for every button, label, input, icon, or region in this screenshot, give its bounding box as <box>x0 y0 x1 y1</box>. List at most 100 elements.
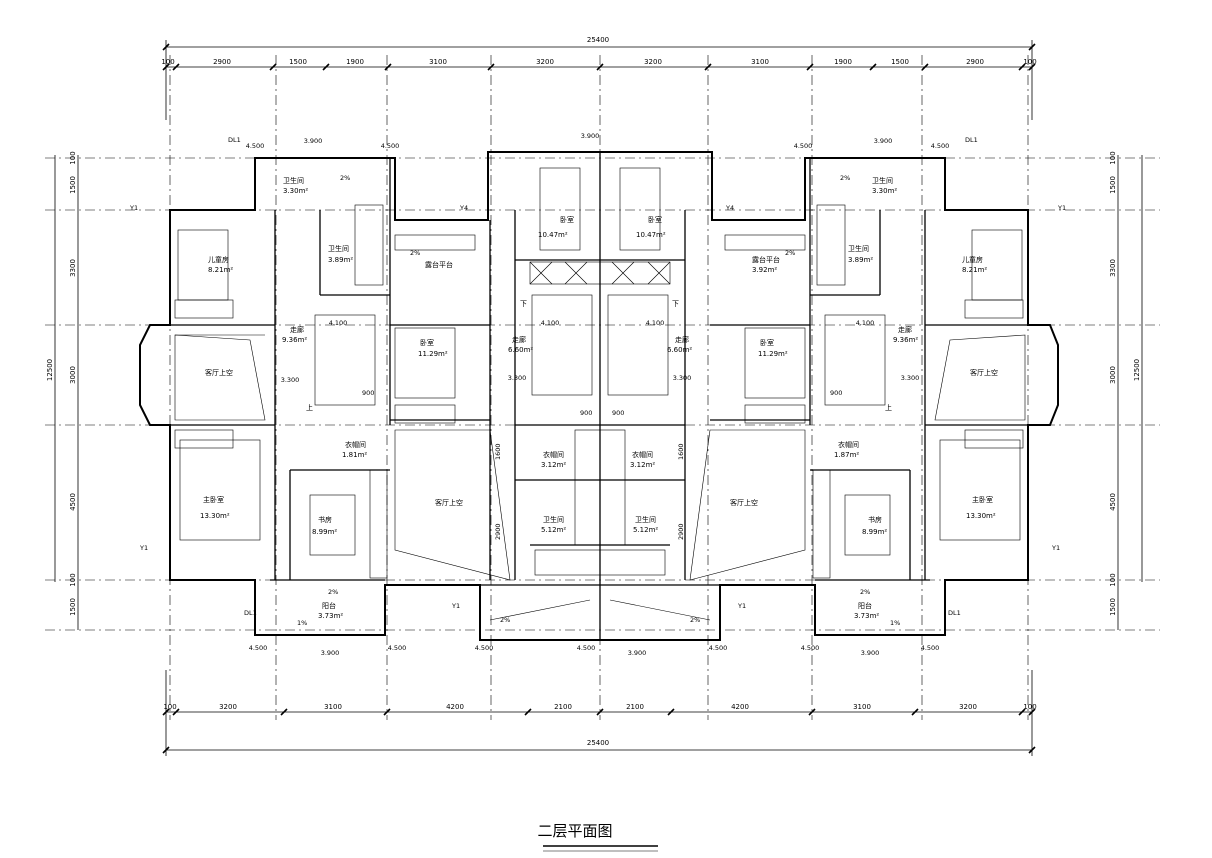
room-hall-l-inner: 走廊 <box>512 335 526 344</box>
top-dim-9: 1500 <box>891 58 909 66</box>
elev-4100-2: 4.100 <box>541 319 560 327</box>
room-terrace-r: 阳台 <box>858 601 872 610</box>
room-hall-r-outer-area: 9.36m² <box>893 336 918 344</box>
room-bedroom-r-area: 11.29m² <box>758 350 788 358</box>
bottom-dim-7: 3100 <box>853 703 871 711</box>
elev-top-5: 3.900 <box>874 137 893 145</box>
top-dim-1: 2900 <box>213 58 231 66</box>
room-master-r-area: 13.30m² <box>966 512 996 520</box>
top-dim-4: 3100 <box>429 58 447 66</box>
room-master-l: 主卧室 <box>203 495 224 504</box>
stair-down-l: 下 <box>520 300 527 308</box>
room-mbath-l-area: 5.12m² <box>541 526 566 534</box>
top-dim-0: 100 <box>161 58 174 66</box>
left-dim-5: 100 <box>69 573 77 586</box>
interior-walls <box>170 152 1028 640</box>
left-dim-4: 4500 <box>69 493 77 511</box>
left-dim-0: 100 <box>69 151 77 164</box>
right-dim-4: 4500 <box>1109 493 1117 511</box>
bottom-dim-4: 2100 <box>554 703 572 711</box>
tag-y-bl: Y1 <box>139 544 148 552</box>
tag-y-bc2: Y1 <box>737 602 746 610</box>
room-terrace-l-area: 3.73m² <box>318 612 343 620</box>
tag-dl-tr: DL1 <box>965 136 978 144</box>
slope-5: 2% <box>328 588 338 596</box>
stair-up-l: 上 <box>306 403 313 412</box>
room-toilet-top-right: 卫生间 <box>872 176 893 185</box>
right-dim-3: 3000 <box>1109 366 1117 384</box>
room-void-l: 客厅上空 <box>205 368 233 377</box>
overall-width-top: 25400 <box>587 36 609 44</box>
room-bedroom-l-area: 11.29m² <box>418 350 448 358</box>
room-master-r: 主卧室 <box>972 495 993 504</box>
top-dim-6: 3200 <box>644 58 662 66</box>
misc-marks: 2% 2% 2% 2% 2% 2% 2% 2% 1% 1% 900 900 90… <box>297 174 900 627</box>
fixtures <box>174 167 1026 621</box>
room-bedroom-l: 卧室 <box>420 338 434 347</box>
top-dimension-texts: 25400 100 2900 1500 1900 3100 3200 3200 … <box>161 36 1036 66</box>
room-dress-r: 衣帽间 <box>632 450 653 459</box>
elevation-marks: 4.500 3.900 4.500 3.900 4.500 3.900 4.50… <box>246 132 950 657</box>
room-toilet-top-left-area: 3.30m² <box>283 187 308 195</box>
tag-dl-tl: DL1 <box>228 136 241 144</box>
room-hall-l-inner-area: 6.60m² <box>508 346 533 354</box>
slope-9: 1% <box>297 619 307 627</box>
room-hall-r-inner-area: 6.60m² <box>667 346 692 354</box>
left-dim-1: 1500 <box>69 176 77 194</box>
room-study-r: 书房 <box>868 515 882 524</box>
dim-2900-l: 2900 <box>494 523 502 540</box>
elev-stair-3: 3.300 <box>673 374 692 382</box>
room-study-r-area: 8.99m² <box>862 528 887 536</box>
overall-width-bottom: 25400 <box>587 739 609 747</box>
left-dim-6: 1500 <box>69 598 77 616</box>
right-dim-5: 100 <box>1109 573 1117 586</box>
slope-8: 2% <box>690 616 700 624</box>
tag-y-tl: Y1 <box>129 204 138 212</box>
room-bed-tr: 卧室 <box>648 215 662 224</box>
room-child-left-area: 8.21m² <box>208 266 233 274</box>
tag-dl-br: DL1 <box>948 609 961 617</box>
room-balcony-right-area: 3.92m² <box>752 266 777 274</box>
elev-4100-4: 4.100 <box>856 319 875 327</box>
room-bath-right-area: 3.89m² <box>848 256 873 264</box>
stair-up-r: 上 <box>885 403 892 412</box>
right-dim-0: 100 <box>1109 151 1117 164</box>
side-dimension-texts: 12500 12500 100 1500 3300 3000 4500 100 … <box>46 151 1141 616</box>
bottom-dim-9: 100 <box>1023 703 1036 711</box>
top-dim-2: 1500 <box>289 58 307 66</box>
drawing-title: 二层平面图 <box>537 822 658 852</box>
left-dim-3: 3000 <box>69 366 77 384</box>
room-void-cr: 客厅上空 <box>730 498 758 507</box>
dim-900-1: 900 <box>580 409 592 417</box>
room-void-r: 客厅上空 <box>970 368 998 377</box>
room-balcony-left: 露台平台 <box>425 260 453 269</box>
elev-bot-6: 4.500 <box>709 644 728 652</box>
axis-grid <box>45 55 1160 720</box>
right-dim-6: 1500 <box>1109 598 1117 616</box>
elev-bot-5: 3.900 <box>628 649 647 657</box>
room-master-l-area: 13.30m² <box>200 512 230 520</box>
right-dim-2: 3300 <box>1109 259 1117 277</box>
top-dim-5: 3200 <box>536 58 554 66</box>
room-hall-l-outer-area: 9.36m² <box>282 336 307 344</box>
bottom-dim-1: 3200 <box>219 703 237 711</box>
dimension-ticks <box>162 43 1036 754</box>
slope-10: 1% <box>890 619 900 627</box>
elev-bot-9: 4.500 <box>921 644 940 652</box>
top-dim-3: 1900 <box>346 58 364 66</box>
dim-2900-r: 2900 <box>677 523 685 540</box>
tag-y-br: Y1 <box>1051 544 1060 552</box>
elev-bot-2: 4.500 <box>388 644 407 652</box>
elev-bot-1: 3.900 <box>321 649 340 657</box>
dim-900-2: 900 <box>612 409 624 417</box>
elev-bot-3: 4.500 <box>475 644 494 652</box>
room-bath-left-area: 3.89m² <box>328 256 353 264</box>
bottom-dim-2: 3100 <box>324 703 342 711</box>
elev-bot-4: 4.500 <box>577 644 596 652</box>
tag-y-tr: Y1 <box>1057 204 1066 212</box>
room-mbath-r: 卫生间 <box>635 515 656 524</box>
bottom-dimension-texts: 100 3200 3100 4200 2100 2100 4200 3100 3… <box>163 703 1036 747</box>
slope-6: 2% <box>860 588 870 596</box>
elev-4100-1: 4.100 <box>329 319 348 327</box>
